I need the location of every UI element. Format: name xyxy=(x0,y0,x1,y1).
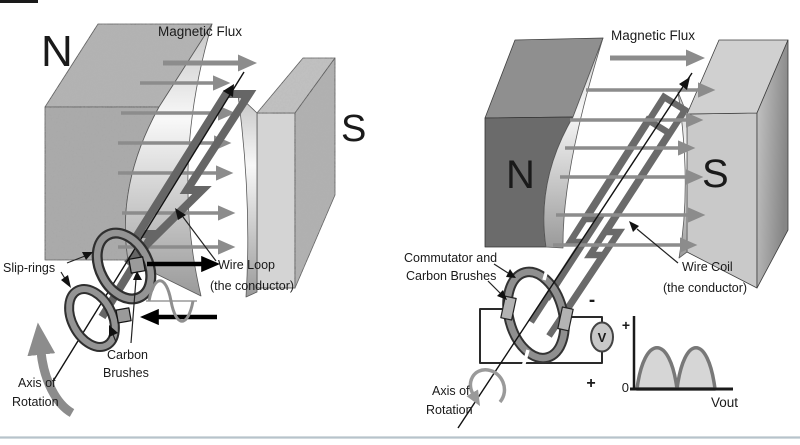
commutator-label-line1: Commutator and xyxy=(404,251,497,265)
voltmeter: V xyxy=(590,321,614,353)
wire-loop-label-line1: Wire Loop xyxy=(218,258,275,272)
axis-of-rotation-label-line2: Rotation xyxy=(12,395,59,409)
wire-coil-label-line2: (the conductor) xyxy=(663,281,747,295)
magnetic-flux-label: Magnetic Flux xyxy=(158,24,242,39)
north-pole-label: N xyxy=(41,27,73,76)
carbon-brush xyxy=(500,295,517,321)
dc-generator-diagram: Magnetic Flux xyxy=(404,28,789,429)
south-pole-label: S xyxy=(702,152,729,196)
rotation-direction-arrow xyxy=(466,368,507,407)
negative-terminal-label: - xyxy=(589,290,595,311)
carbon-brush xyxy=(115,307,132,324)
graph-plus-label: + xyxy=(622,317,630,333)
coil-turn xyxy=(544,92,690,315)
leader-lines xyxy=(487,228,679,294)
rotation-direction-arrow xyxy=(27,322,75,417)
voltmeter-label: V xyxy=(598,330,607,345)
carbon-brushes-label-line2: Brushes xyxy=(103,366,149,380)
wire-loop-label-line2: (the conductor) xyxy=(210,279,294,293)
flux-arrows xyxy=(118,75,236,255)
wire-loop xyxy=(98,90,257,320)
commutator-gap xyxy=(542,262,551,281)
rectified-waveform xyxy=(635,346,717,391)
brush-pointer xyxy=(109,325,118,337)
commutator-pointer xyxy=(497,290,507,300)
magnet-face-side xyxy=(756,39,789,289)
axis-of-rotation-label-line1: Axis of xyxy=(432,384,470,398)
dc-north-magnet xyxy=(484,37,604,249)
ac-generator-diagram: Magnetic Flux xyxy=(3,23,366,417)
slip-rings-label: Slip-rings xyxy=(3,261,55,275)
slip-ring-pointer xyxy=(82,252,93,260)
circuit-wire xyxy=(479,308,603,364)
carbon-brush xyxy=(128,256,146,274)
axis-of-rotation-label-line2: Rotation xyxy=(426,403,473,417)
commutator-label-line2: Carbon Brushes xyxy=(406,269,496,283)
magnet-face-side xyxy=(294,57,336,289)
axis-line xyxy=(457,72,693,429)
positive-terminal-label: + xyxy=(586,375,595,392)
carbon-brushes-label-line1: Carbon xyxy=(107,348,148,362)
graph-vout-label: Vout xyxy=(711,395,738,410)
leader-lines xyxy=(60,216,217,344)
magnet-pole-face xyxy=(543,37,604,249)
slip-ring-outer xyxy=(91,227,157,305)
north-pole-label: N xyxy=(506,153,535,197)
slip-ring-inner xyxy=(64,284,120,352)
wire-coil-pointer xyxy=(629,221,639,232)
dc-south-magnet xyxy=(677,39,789,289)
magnetic-flux-label: Magnetic Flux xyxy=(611,28,695,43)
output-waveform-graph: + 0 Vout xyxy=(622,316,738,410)
slip-ring-pointer xyxy=(61,275,71,288)
axis-arrowhead xyxy=(223,84,234,97)
ac-south-magnet xyxy=(237,57,336,298)
scan-artifact-bar xyxy=(0,0,38,3)
axis-arrowhead xyxy=(679,77,690,90)
graph-zero-label: 0 xyxy=(622,380,629,395)
commutator-pointer xyxy=(506,269,516,278)
ac-sine-wave-symbol xyxy=(146,279,197,323)
axis-line xyxy=(51,71,245,384)
magnet-face-top xyxy=(484,37,604,119)
wire-coil-label-line1: Wire Coil xyxy=(682,260,733,274)
south-pole-label: S xyxy=(341,108,366,150)
axis-of-rotation-label-line1: Axis of xyxy=(18,376,56,390)
commutator-gap xyxy=(521,349,530,368)
wire-loop-pointer xyxy=(175,208,186,220)
carbon-brush xyxy=(557,306,574,332)
brush-pointer xyxy=(133,271,142,280)
